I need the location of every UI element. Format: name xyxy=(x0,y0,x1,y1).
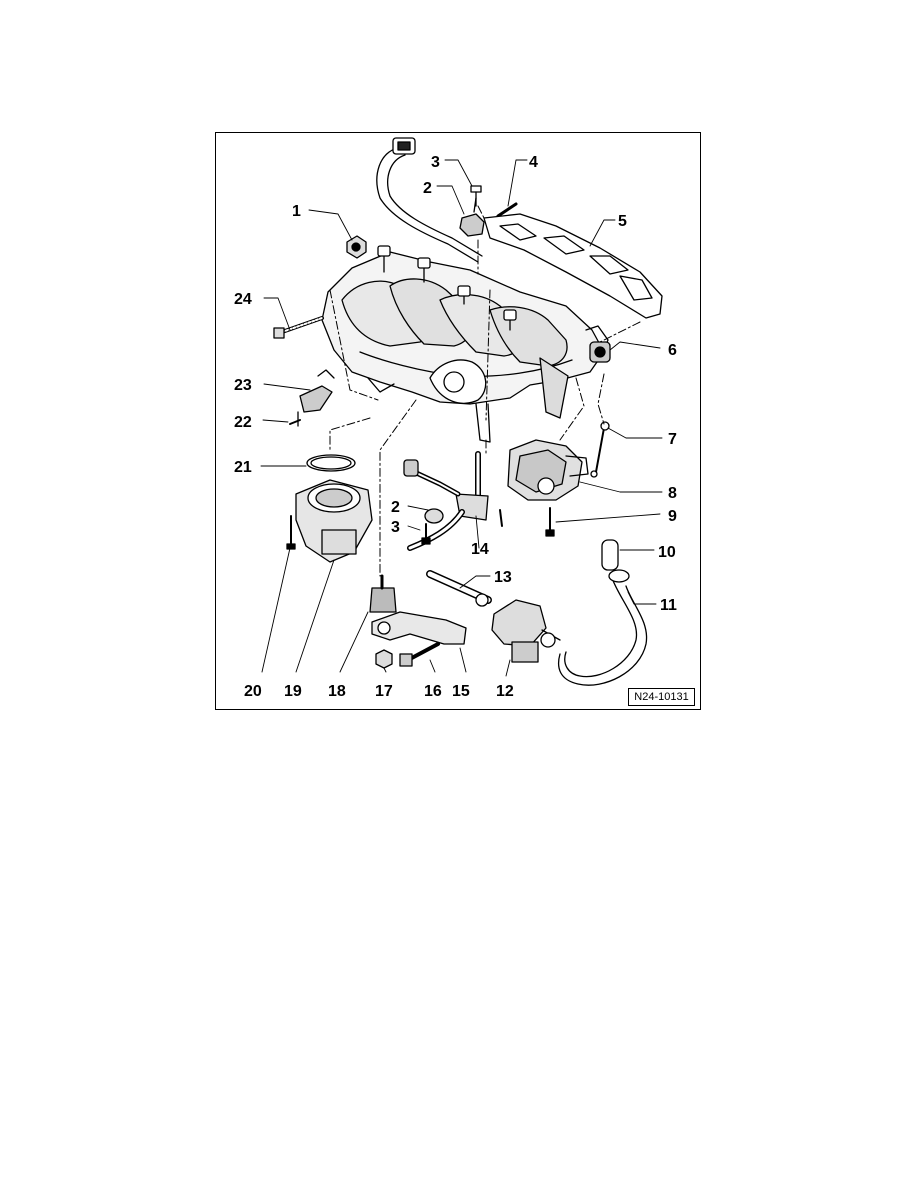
callout-4: 4 xyxy=(529,154,538,171)
callout-leaders xyxy=(260,159,663,677)
callout-11: 11 xyxy=(660,597,677,614)
callout-22: 22 xyxy=(234,414,252,431)
callout-24: 24 xyxy=(234,291,252,308)
part-7-linkage-rod xyxy=(590,421,610,478)
part-1-nut xyxy=(346,235,367,259)
part-18-rubber-mount xyxy=(369,574,397,613)
part-15-bracket xyxy=(371,611,467,645)
callout-13: 13 xyxy=(494,569,512,586)
part-9-screw xyxy=(545,507,555,537)
callout-6: 6 xyxy=(668,342,677,359)
callout-8: 8 xyxy=(668,485,677,502)
part-6-connector xyxy=(589,341,611,363)
part-24-long-bolt xyxy=(273,316,324,339)
part-2-clip-middle xyxy=(424,508,444,524)
vacuum-hose-top xyxy=(376,137,483,263)
part-3-screw-middle xyxy=(421,523,431,545)
part-17-nut xyxy=(375,649,393,669)
callout-16: 16 xyxy=(424,683,442,700)
callout-2-top: 2 xyxy=(423,180,432,197)
part-2-sensor-top xyxy=(459,197,485,237)
part-13-hose-piece xyxy=(426,570,492,607)
part-22-screw xyxy=(289,411,301,427)
callout-20: 20 xyxy=(244,683,262,700)
part-10-cap xyxy=(601,539,619,571)
callout-7: 7 xyxy=(668,431,677,448)
part-23-sensor xyxy=(299,369,335,413)
part-3-screw-top xyxy=(470,185,482,207)
callout-10: 10 xyxy=(658,544,676,561)
part-19-throttle-body xyxy=(295,479,373,563)
part-8-actuator-motor xyxy=(507,439,589,501)
callout-1: 1 xyxy=(292,203,301,220)
callout-21: 21 xyxy=(234,459,252,476)
callout-3-middle: 3 xyxy=(391,519,400,536)
part-16-bolt xyxy=(399,642,440,667)
part-4-bolt xyxy=(496,202,518,218)
part-20-screw xyxy=(286,515,296,550)
callout-23: 23 xyxy=(234,377,252,394)
intake-manifold xyxy=(321,245,609,443)
diagram-frame xyxy=(215,132,701,710)
part-11-hose xyxy=(557,569,648,686)
callout-15: 15 xyxy=(452,683,470,700)
callout-14: 14 xyxy=(471,541,489,558)
callout-9: 9 xyxy=(668,508,677,525)
part-14-fitting xyxy=(403,451,503,551)
callout-17: 17 xyxy=(375,683,393,700)
callout-19: 19 xyxy=(284,683,302,700)
callout-2-middle: 2 xyxy=(391,499,400,516)
part-5-gasket xyxy=(483,213,663,319)
callout-18: 18 xyxy=(328,683,346,700)
callout-5: 5 xyxy=(618,213,627,230)
callout-labels: 1 2 3 4 5 6 7 8 9 10 11 12 13 14 15 16 1… xyxy=(234,154,677,700)
part-21-o-ring xyxy=(306,454,356,472)
callout-12: 12 xyxy=(496,683,514,700)
part-12-valve xyxy=(491,599,561,663)
figure-reference-code: N24-10131 xyxy=(628,688,695,706)
assembly-centerlines xyxy=(329,205,641,577)
callout-3-top: 3 xyxy=(431,154,440,171)
